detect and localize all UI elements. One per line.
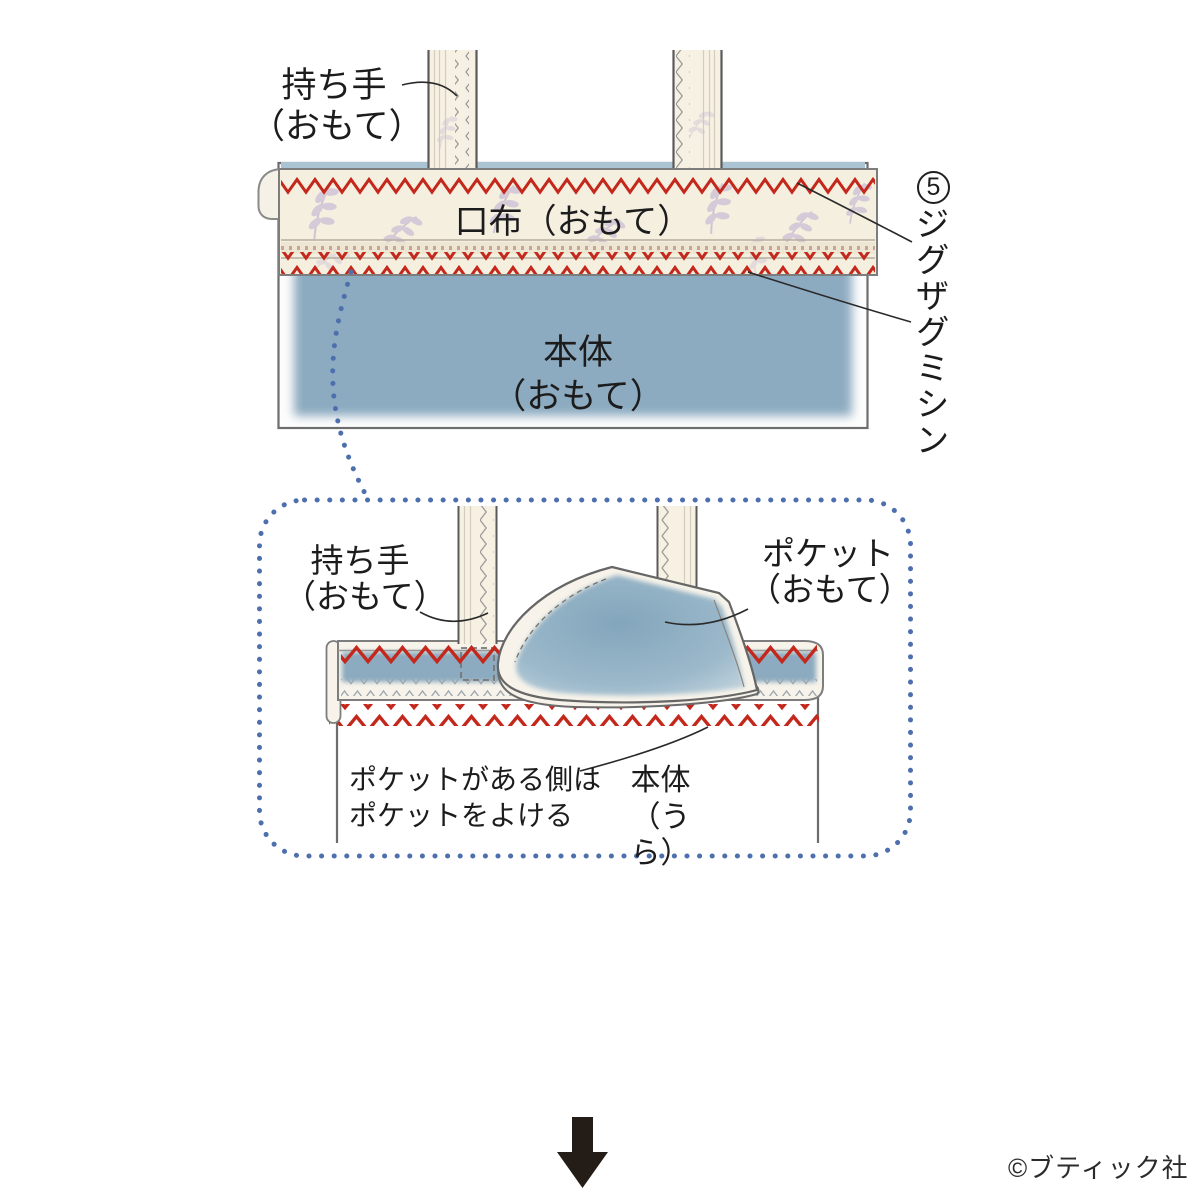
pocket-flipped-up — [496, 565, 760, 709]
label-facing-band: 口布（おもて） — [454, 203, 692, 241]
inset-detail-diagram — [257, 497, 913, 859]
inset-handle-leader-line — [419, 611, 489, 622]
label-handle-front-inset: 持ち手 （おもて） — [283, 542, 447, 616]
bag-body-back — [329, 696, 820, 843]
label-handle-front-top: 持ち手 （おもて） — [250, 66, 424, 146]
label-avoid-pocket-note: ポケットがある側は ポケットをよける — [349, 764, 602, 832]
handle-strap-left — [427, 50, 478, 172]
magnifier-connector-dotted-line — [330, 269, 371, 502]
zigzag-stitch-bottom — [281, 252, 875, 274]
handle-label-leader-line — [401, 81, 458, 97]
zigzag-stitch-top — [281, 174, 875, 196]
pocket-right-binding-line — [713, 599, 745, 688]
inset-dotted-border — [257, 497, 913, 859]
label-zigzag-stitch: ジグザグミシン — [910, 206, 948, 458]
pocket-binding-stitch-dashed — [514, 578, 607, 663]
copyright-notice: ©ブティック社 — [1008, 1153, 1189, 1183]
facing-band-front — [257, 167, 878, 284]
label-body-back: 本体 （うら） — [630, 764, 691, 871]
top-assembly-diagram — [257, 50, 913, 430]
label-pocket-front: ポケット （おもて） — [748, 535, 912, 609]
band-rolled-left-edge — [257, 167, 284, 220]
label-body-front: 本体 （おもて） — [491, 333, 665, 416]
step-number: 5 — [926, 173, 941, 201]
pocket-leader-line — [664, 608, 749, 626]
step-number-badge: 5 — [917, 171, 950, 204]
step-leader-line-bottom — [747, 271, 912, 323]
step-leader-line-top — [796, 182, 913, 243]
handle-strap-right — [672, 50, 723, 172]
down-arrow-icon — [557, 1117, 608, 1188]
zigzag-stitch-body-back — [329, 704, 819, 726]
pocket-fabric-front — [516, 575, 745, 696]
note-leader-line — [579, 726, 709, 772]
